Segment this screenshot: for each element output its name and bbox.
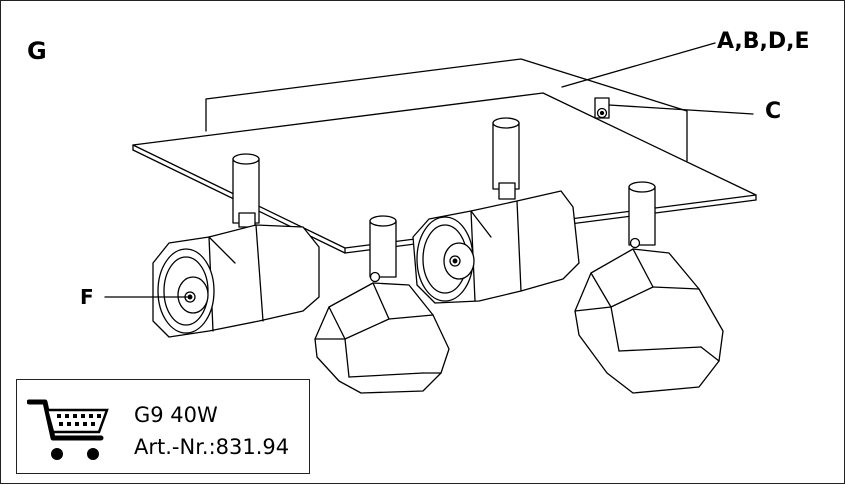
bulb-spec: G9 40W [134,403,218,427]
callout-label-abde: A,B,D,E [717,29,810,54]
shopping-cart-icon [27,399,109,460]
spotlight-4 [574,181,724,394]
spotlight-3 [412,117,580,304]
canopy-box [205,58,688,162]
callout-label-c: C [765,99,782,124]
leader-lines [104,42,754,298]
spotlight-2 [314,215,450,394]
panel-label: G [27,37,47,65]
spec-box: G9 40W Art.-Nr.:831.94 [16,379,310,474]
article-number: Art.-Nr.:831.94 [134,435,290,459]
spotlight-1 [152,153,320,338]
callout-label-f: F [80,285,94,309]
mounting-screw [594,97,610,119]
